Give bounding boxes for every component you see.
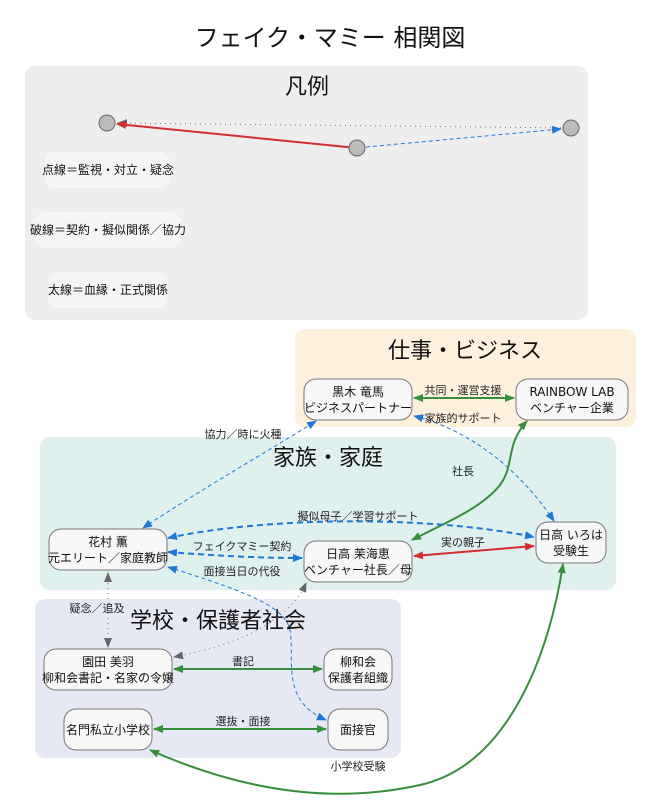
- node-ryuwakai[interactable]: 柳和会 保護者組織: [323, 648, 393, 691]
- edge-hanamura-makie: [167, 548, 303, 562]
- legend-dot: [348, 139, 366, 157]
- school-cluster-label: 学校・保護者社会: [130, 609, 306, 634]
- node-role: ベンチャー社長／母: [304, 562, 412, 577]
- node-name: 園田 美羽: [82, 655, 134, 669]
- legend-dot: [98, 114, 116, 132]
- edge-label-hanamura-makie: フェイクマミー契約: [193, 539, 292, 553]
- family-cluster-label: 家族・家庭: [273, 446, 383, 471]
- node-name: 名門私立小学校: [66, 722, 150, 737]
- edge-hanamura-iroha: [167, 520, 535, 540]
- node-makie[interactable]: 日高 茉海恵 ベンチャー社長／母: [303, 540, 413, 583]
- node-name: 柳和会: [340, 655, 376, 669]
- node-rainbow-lab[interactable]: RAINBOW LAB ベンチャー企業: [515, 378, 629, 421]
- node-name: 黒木 竜馬: [332, 385, 384, 399]
- node-iroha[interactable]: 日高 いろは 受験生: [535, 521, 607, 564]
- node-kuroki[interactable]: 黒木 竜馬 ビジネスパートナー: [303, 378, 413, 421]
- legend-item-dashed: 破線＝契約・擬似関係／協力: [30, 222, 186, 237]
- legend-dotted-edge: [117, 119, 572, 129]
- edge-label-sonoda-ryuwakai: 書記: [232, 654, 254, 668]
- node-role: 元エリート／家庭教師: [48, 550, 168, 565]
- node-role: 受験生: [553, 543, 589, 558]
- diagram-title: フェイク・マミー 相関図: [195, 24, 466, 52]
- edge-label-kuroki-rainbow: 共同・運営支援: [425, 383, 502, 397]
- legend-item-solid: 太線＝血縁・正式関係: [48, 282, 168, 297]
- edge-rainbow-makie: [411, 420, 528, 541]
- edge-label-kuroki-iroha: 家族的サポート: [425, 411, 502, 425]
- node-name: 面接官: [340, 722, 376, 737]
- node-name: 日高 茉海恵: [326, 546, 390, 561]
- node-school[interactable]: 名門私立小学校: [63, 708, 153, 751]
- edge-hanamura-kuroki: [142, 420, 317, 529]
- edge-school-iroha: [149, 563, 566, 795]
- legend-title: 凡例: [285, 75, 329, 100]
- legend-solid-edge: [116, 120, 358, 149]
- edge-makie-iroha: [413, 542, 535, 560]
- node-sonoda[interactable]: 園田 美羽 柳和会書記・名家の令嬢: [42, 648, 174, 691]
- edge-label-interviewer-hanamura: 面接当日の代役: [204, 564, 281, 578]
- node-role: ベンチャー企業: [530, 400, 614, 415]
- edge-label-school-iroha: 小学校受験: [331, 759, 386, 773]
- legend-item-dotted: 点線＝監視・対立・疑念: [42, 162, 174, 177]
- node-interviewer[interactable]: 面接官: [327, 708, 389, 751]
- edge-label-sonoda-hanamura: 疑念／追及: [70, 601, 125, 615]
- node-role: 柳和会書記・名家の令嬢: [42, 670, 174, 685]
- node-name: 花村 薫: [88, 534, 128, 549]
- edge-label-school-interviewer: 選抜・面接: [216, 714, 271, 728]
- business-cluster-label: 仕事・ビジネス: [388, 339, 542, 364]
- edge-label-rainbow-makie: 社長: [452, 464, 474, 478]
- edge-label-hanamura-kuroki: 協力／時に火種: [205, 427, 282, 441]
- node-role: 保護者組織: [328, 670, 388, 685]
- legend-dot: [562, 119, 580, 137]
- node-name: 日高 いろは: [539, 527, 603, 542]
- legend-dashed-edge: [365, 125, 562, 148]
- edge-label-makie-iroha: 実の親子: [441, 535, 485, 549]
- legend-cluster: 凡例 点線＝監視・対立・疑念 破線＝契約・擬似関係／協力 太線＝血縁・正式関係: [25, 66, 588, 320]
- node-hanamura[interactable]: 花村 薫 元エリート／家庭教師: [48, 528, 168, 571]
- node-role: ビジネスパートナー: [304, 401, 412, 415]
- edge-label-hanamura-iroha: 擬似母子／学習サポート: [298, 509, 419, 523]
- node-name: RAINBOW LAB: [529, 385, 614, 399]
